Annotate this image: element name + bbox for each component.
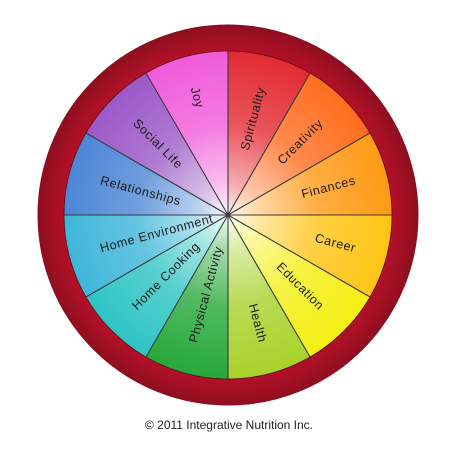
copyright-notice: © 2011 Integrative Nutrition Inc. [144, 418, 314, 432]
segment-divider [227, 214, 371, 298]
segment-divider [227, 214, 311, 358]
segment-divider [145, 214, 229, 358]
segment-divider [227, 72, 311, 216]
segment-divider [227, 132, 371, 216]
segment-label-joy: Joy [188, 86, 207, 110]
segment-divider [85, 132, 229, 216]
segment-divider [145, 72, 229, 216]
segment-divider [85, 214, 229, 298]
inner-rim [63, 50, 393, 380]
